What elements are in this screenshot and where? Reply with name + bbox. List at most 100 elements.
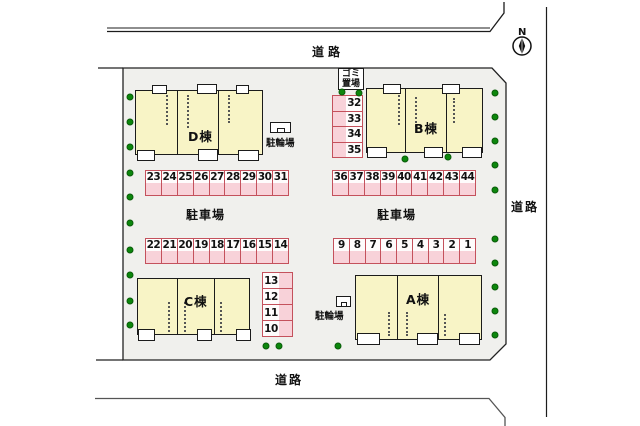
building-porch	[442, 84, 460, 94]
stall-number: 12	[263, 289, 279, 304]
building-porch	[152, 85, 167, 94]
stall-bay	[365, 251, 381, 263]
tree-dot-icon	[262, 342, 270, 350]
parking-stall-12: 12	[263, 288, 292, 304]
parking-stall-37: 37	[347, 171, 364, 195]
unit-divider	[397, 275, 399, 340]
stall-bay	[257, 183, 273, 195]
tree-dot-icon	[491, 259, 499, 267]
stair-dots-icon	[166, 95, 168, 125]
parking-stall-20: 20	[176, 239, 193, 263]
parking-stall-33: 33	[333, 110, 362, 126]
building-b-label: B棟	[414, 121, 439, 136]
stall-bay	[273, 183, 289, 195]
stall-number: 39	[380, 171, 396, 183]
parking-stall-17: 17	[224, 239, 241, 263]
building-porch	[197, 84, 217, 94]
tree-dot-icon	[126, 118, 134, 126]
parking-stall-38: 38	[363, 171, 380, 195]
stall-bay	[428, 183, 444, 195]
building-porch	[462, 147, 482, 158]
parking-stall-39: 39	[379, 171, 396, 195]
parking-stall-5: 5	[396, 239, 412, 263]
stall-number: 4	[412, 239, 428, 251]
stall-number: 10	[263, 321, 279, 336]
stall-number: 11	[263, 305, 279, 320]
parking-stall-22: 22	[146, 239, 161, 263]
stair-dots-icon	[406, 312, 408, 336]
parking-stall-27: 27	[208, 171, 225, 195]
stall-number: 44	[460, 171, 476, 183]
building-c	[137, 278, 250, 335]
building-porch	[198, 149, 218, 161]
tree-dot-icon	[355, 89, 363, 97]
building-d	[135, 90, 263, 155]
stall-bay	[257, 251, 273, 263]
stall-number: 23	[146, 171, 161, 183]
stall-bay	[278, 321, 292, 336]
tree-dot-icon	[491, 186, 499, 194]
tree-dot-icon	[491, 113, 499, 121]
stall-number: 19	[193, 239, 209, 251]
parking-stall-41: 41	[411, 171, 428, 195]
parking-area-label-left: 駐車場	[186, 208, 226, 222]
stall-number: 25	[177, 171, 193, 183]
stall-number: 36	[333, 171, 348, 183]
parking-stall-1: 1	[459, 239, 476, 263]
building-b	[366, 88, 483, 153]
tree-dot-icon	[126, 193, 134, 201]
stair-dots-icon	[228, 95, 230, 123]
stall-bay	[460, 183, 476, 195]
parking-stall-14: 14	[272, 239, 289, 263]
stall-bay	[396, 183, 412, 195]
stall-bay	[333, 142, 347, 157]
tree-dot-icon	[491, 137, 499, 145]
parking-stall-3: 3	[427, 239, 444, 263]
stall-number: 43	[444, 171, 460, 183]
parking-stall-35: 35	[333, 141, 362, 157]
parking-stall-2: 2	[443, 239, 460, 263]
stall-bay	[193, 251, 209, 263]
stall-bay	[348, 183, 364, 195]
stall-bay	[381, 251, 397, 263]
building-d-label: D棟	[188, 129, 213, 144]
stall-bay	[333, 183, 348, 195]
tree-dot-icon	[126, 219, 134, 227]
top-road-line-inner	[107, 2, 505, 33]
unit-divider	[438, 275, 440, 340]
stall-bay	[460, 251, 476, 263]
tree-dot-icon	[126, 246, 134, 254]
garbage-label-line2: 置場	[341, 79, 360, 89]
stall-number: 26	[193, 171, 209, 183]
stall-bay	[241, 183, 257, 195]
parking-area-label-right: 駐車場	[377, 208, 417, 222]
stall-bay	[146, 251, 161, 263]
stall-bay	[209, 183, 225, 195]
stall-bay	[273, 251, 289, 263]
stall-bay	[177, 183, 193, 195]
tree-dot-icon	[491, 307, 499, 315]
tree-dot-icon	[126, 271, 134, 279]
tree-dot-icon	[338, 88, 346, 96]
tree-dot-icon	[491, 331, 499, 339]
parking-stall-8: 8	[348, 239, 365, 263]
stall-number: 38	[364, 171, 380, 183]
stall-bay	[444, 183, 460, 195]
tree-dot-icon	[334, 342, 342, 350]
tree-dot-icon	[491, 161, 499, 169]
unit-divider	[177, 90, 179, 155]
stall-bay	[193, 183, 209, 195]
stall-bay	[161, 183, 177, 195]
stall-bay	[278, 273, 292, 288]
stall-number: 32	[346, 96, 362, 111]
parking-stall-6: 6	[380, 239, 397, 263]
stall-number: 18	[209, 239, 225, 251]
stall-number: 42	[428, 171, 444, 183]
tree-dot-icon	[126, 297, 134, 305]
road-label-bottom: 道路	[275, 373, 304, 387]
stair-dots-icon	[398, 95, 400, 125]
stall-bay	[209, 251, 225, 263]
building-porch	[383, 84, 401, 94]
